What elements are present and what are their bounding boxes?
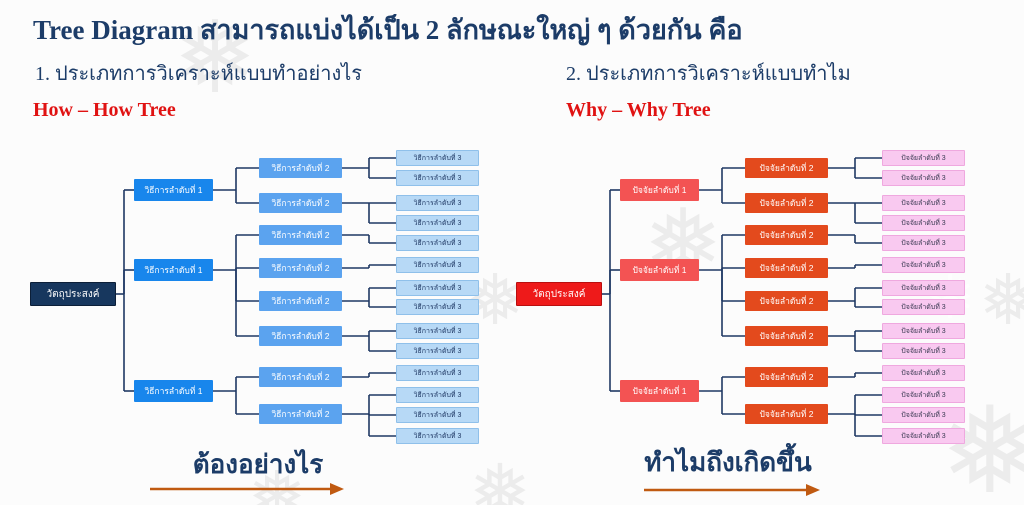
left-level3-node: วิธีการลำดับที่ 3 bbox=[396, 365, 479, 381]
right-level3-node: ปัจจัยลำดับที่ 3 bbox=[882, 170, 965, 186]
left-level2-node: วิธีการลำดับที่ 2 bbox=[259, 326, 342, 346]
left-level3-node: วิธีการลำดับที่ 3 bbox=[396, 280, 479, 296]
left-level1-node: วิธีการลำดับที่ 1 bbox=[134, 179, 213, 201]
right-level3-node: ปัจจัยลำดับที่ 3 bbox=[882, 215, 965, 231]
right-level3-node: ปัจจัยลำดับที่ 3 bbox=[882, 428, 965, 444]
right-level2-node: ปัจจัยลำดับที่ 2 bbox=[745, 367, 828, 387]
right-level3-node: ปัจจัยลำดับที่ 3 bbox=[882, 150, 965, 166]
left-level1-node: วิธีการลำดับที่ 1 bbox=[134, 259, 213, 281]
right-level3-node: ปัจจัยลำดับที่ 3 bbox=[882, 343, 965, 359]
right-root-node: วัตถุประสงค์ bbox=[516, 282, 602, 306]
page-title: Tree Diagram สามารถแบ่งได้เป็น 2 ลักษณะใ… bbox=[33, 15, 743, 45]
left-level1-node: วิธีการลำดับที่ 1 bbox=[134, 380, 213, 402]
right-level3-node: ปัจจัยลำดับที่ 3 bbox=[882, 235, 965, 251]
left-level2-node: วิธีการลำดับที่ 2 bbox=[259, 158, 342, 178]
how-how-tree-title: How – How Tree bbox=[33, 99, 176, 121]
left-level3-node: วิธีการลำดับที่ 3 bbox=[396, 215, 479, 231]
left-level3-node: วิธีการลำดับที่ 3 bbox=[396, 387, 479, 403]
left-root-node: วัตถุประสงค์ bbox=[30, 282, 116, 306]
why-why-tree-title: Why – Why Tree bbox=[566, 99, 711, 121]
why-arrow-icon bbox=[644, 484, 820, 496]
why-caption: ทำไมถึงเกิดขึ้น bbox=[644, 448, 812, 477]
left-level3-node: วิธีการลำดับที่ 3 bbox=[396, 235, 479, 251]
left-level2-node: วิธีการลำดับที่ 2 bbox=[259, 367, 342, 387]
left-level2-node: วิธีการลำดับที่ 2 bbox=[259, 225, 342, 245]
right-level3-node: ปัจจัยลำดับที่ 3 bbox=[882, 323, 965, 339]
left-level3-node: วิธีการลำดับที่ 3 bbox=[396, 428, 479, 444]
left-level3-node: วิธีการลำดับที่ 3 bbox=[396, 323, 479, 339]
left-level3-node: วิธีการลำดับที่ 3 bbox=[396, 343, 479, 359]
left-level2-node: วิธีการลำดับที่ 2 bbox=[259, 291, 342, 311]
right-level2-node: ปัจจัยลำดับที่ 2 bbox=[745, 258, 828, 278]
snowflake-icon: ❅ bbox=[978, 259, 1024, 341]
right-level1-node: ปัจจัยลำดับที่ 1 bbox=[620, 380, 699, 402]
left-level3-node: วิธีการลำดับที่ 3 bbox=[396, 257, 479, 273]
right-level2-node: ปัจจัยลำดับที่ 2 bbox=[745, 326, 828, 346]
right-level3-node: ปัจจัยลำดับที่ 3 bbox=[882, 387, 965, 403]
snowflake-icon: ❅ bbox=[468, 447, 532, 505]
right-level3-node: ปัจจัยลำดับที่ 3 bbox=[882, 407, 965, 423]
left-level3-node: วิธีการลำดับที่ 3 bbox=[396, 299, 479, 315]
right-level2-node: ปัจจัยลำดับที่ 2 bbox=[745, 193, 828, 213]
right-level2-node: ปัจจัยลำดับที่ 2 bbox=[745, 291, 828, 311]
right-level3-node: ปัจจัยลำดับที่ 3 bbox=[882, 365, 965, 381]
right-level2-node: ปัจจัยลำดับที่ 2 bbox=[745, 158, 828, 178]
left-level3-node: วิธีการลำดับที่ 3 bbox=[396, 195, 479, 211]
how-caption: ต้องอย่างไร bbox=[192, 450, 324, 479]
left-level3-node: วิธีการลำดับที่ 3 bbox=[396, 170, 479, 186]
right-level1-node: ปัจจัยลำดับที่ 1 bbox=[620, 179, 699, 201]
right-level3-node: ปัจจัยลำดับที่ 3 bbox=[882, 280, 965, 296]
right-section-heading: 2. ประเภทการวิเคราะห์แบบทำไม bbox=[566, 63, 851, 85]
left-level2-node: วิธีการลำดับที่ 2 bbox=[259, 193, 342, 213]
right-level2-node: ปัจจัยลำดับที่ 2 bbox=[745, 225, 828, 245]
snowflake-icon: ❅ bbox=[924, 263, 976, 333]
left-level3-node: วิธีการลำดับที่ 3 bbox=[396, 407, 479, 423]
left-level3-node: วิธีการลำดับที่ 3 bbox=[396, 150, 479, 166]
right-level1-node: ปัจจัยลำดับที่ 1 bbox=[620, 259, 699, 281]
left-level2-node: วิธีการลำดับที่ 2 bbox=[259, 258, 342, 278]
right-level3-node: ปัจจัยลำดับที่ 3 bbox=[882, 257, 965, 273]
left-level2-node: วิธีการลำดับที่ 2 bbox=[259, 404, 342, 424]
right-level3-node: ปัจจัยลำดับที่ 3 bbox=[882, 299, 965, 315]
right-level3-node: ปัจจัยลำดับที่ 3 bbox=[882, 195, 965, 211]
right-level2-node: ปัจจัยลำดับที่ 2 bbox=[745, 404, 828, 424]
left-section-heading: 1. ประเภทการวิเคราะห์แบบทำอย่างไร bbox=[35, 63, 363, 85]
